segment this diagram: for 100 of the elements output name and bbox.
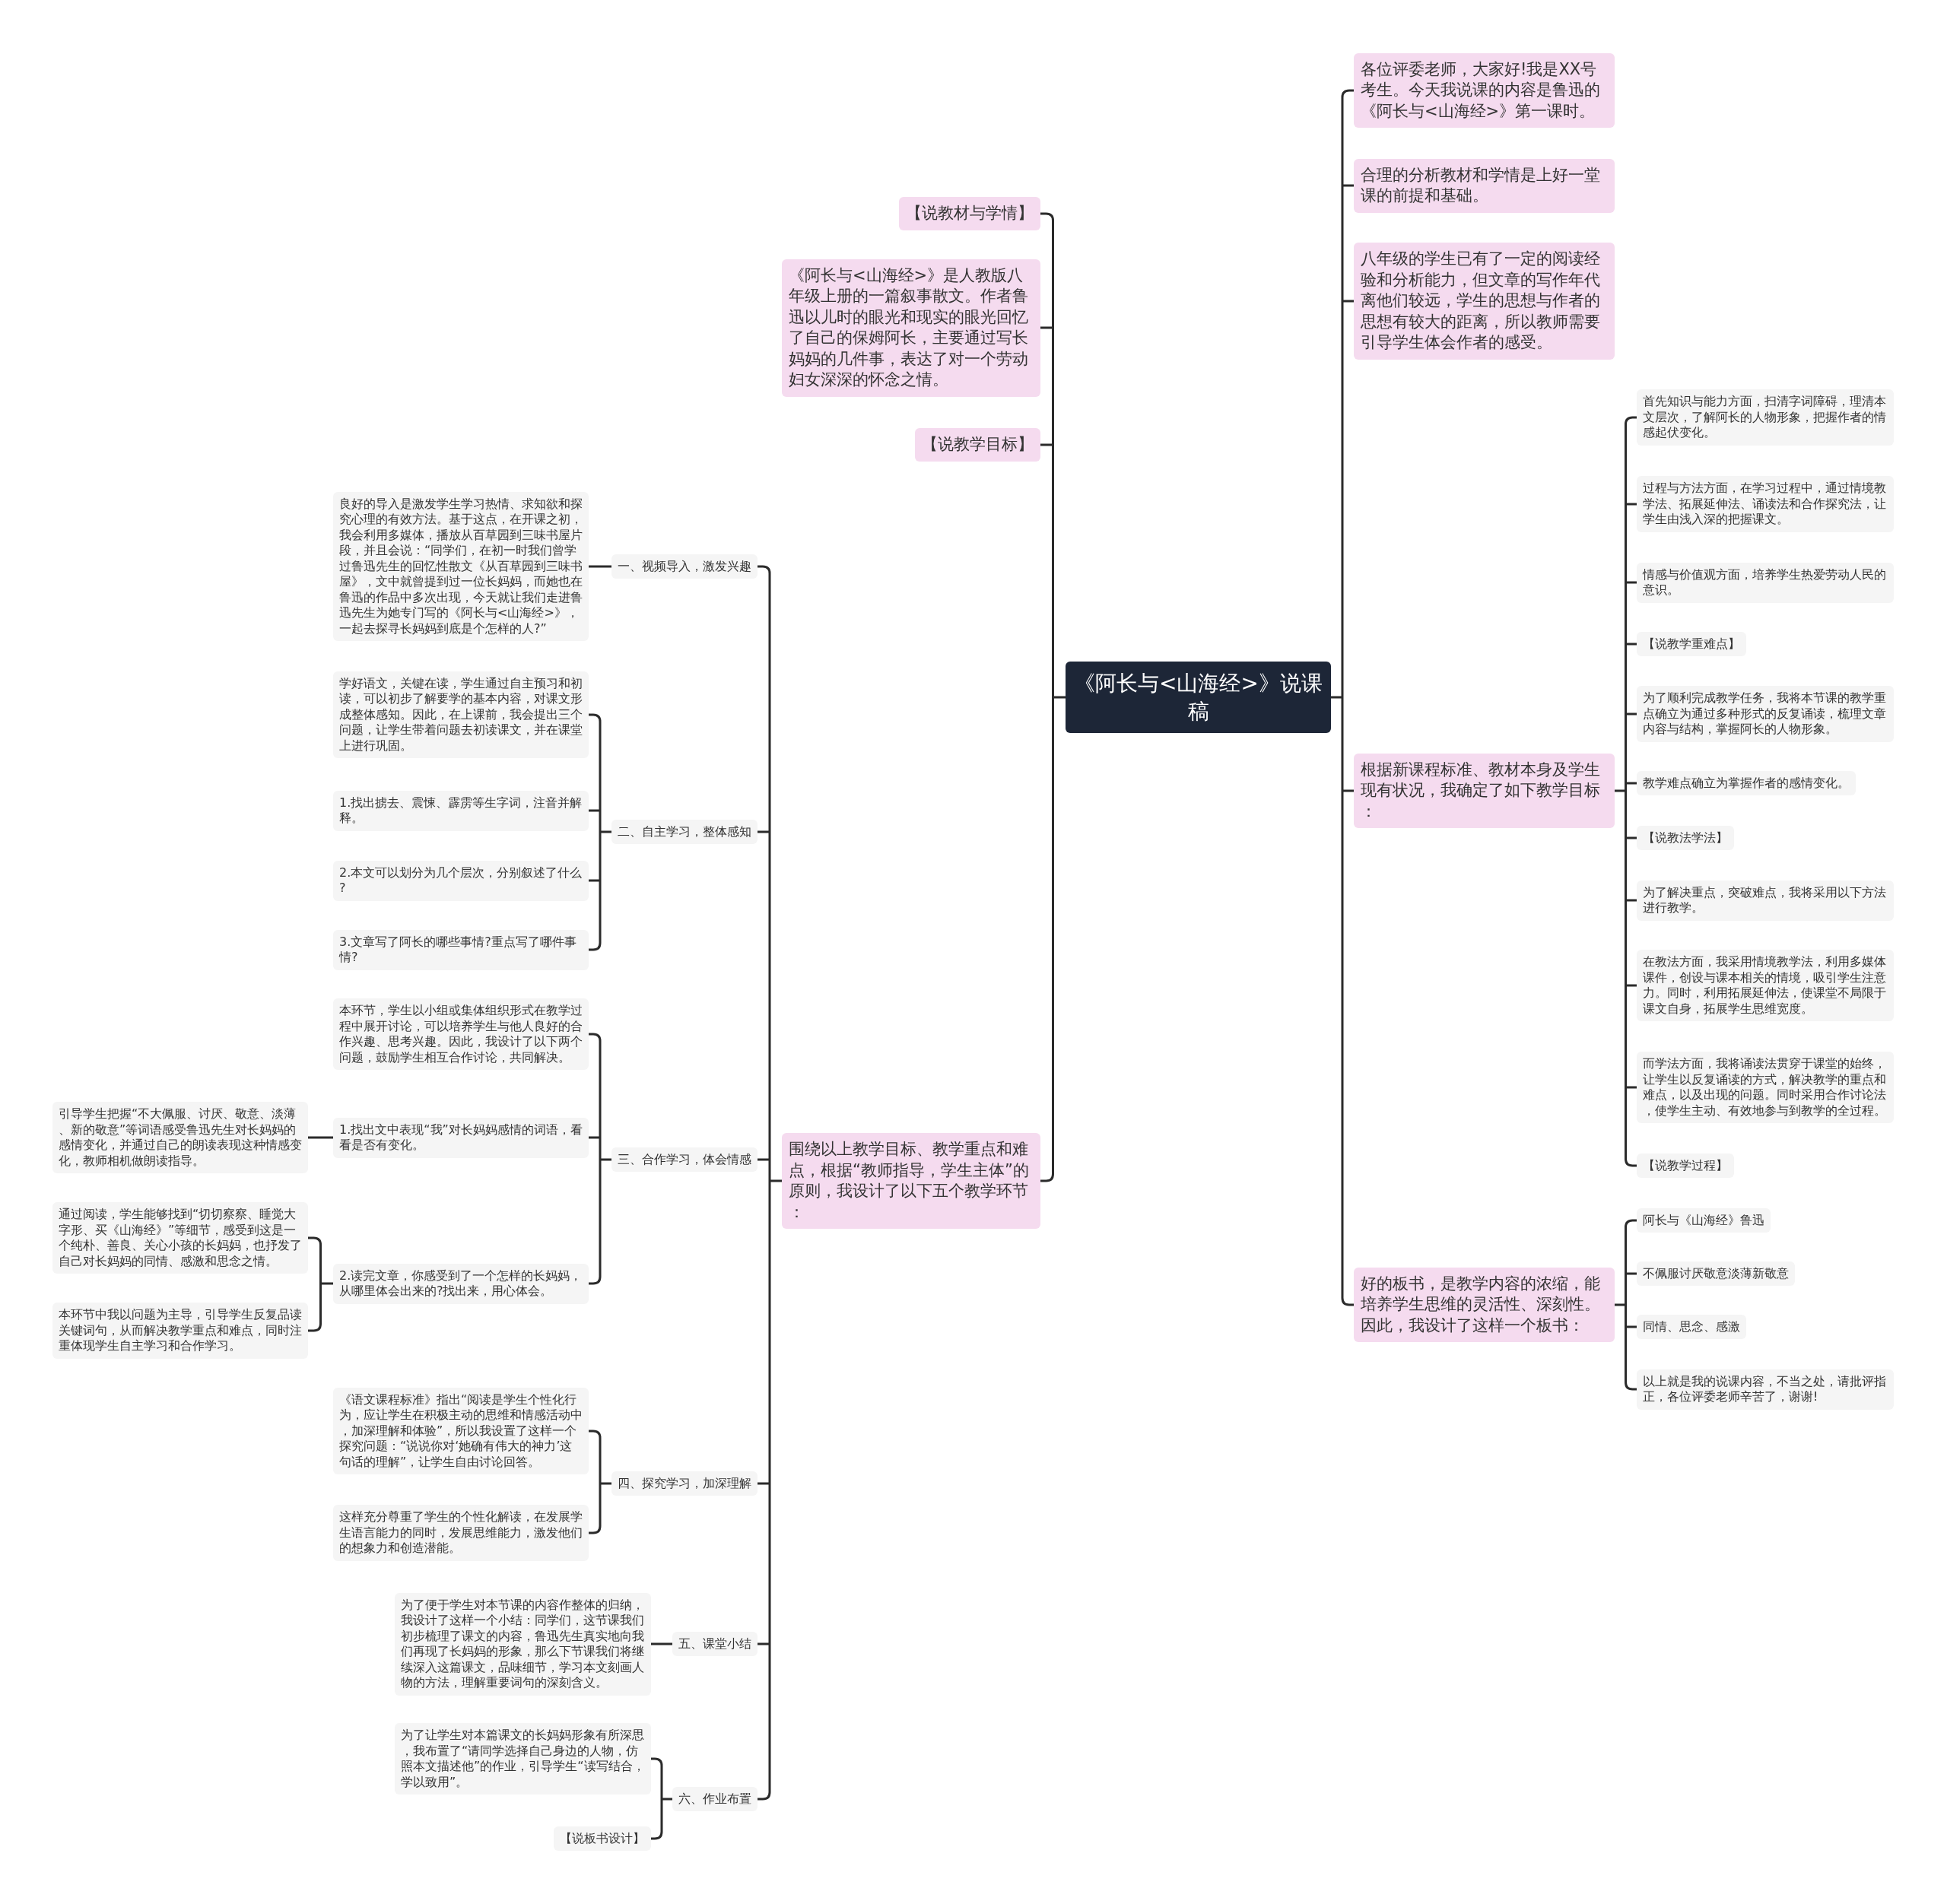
connector-line (651, 1642, 672, 1645)
topic-box: 合理的分析教材和学情是上好一堂课的前提和基础。 (1354, 158, 1615, 213)
connector-line (599, 720, 613, 944)
topic-box: 根据新课程标准、教材本身及学生现有状况，我确定了如下教学目标： (1354, 753, 1615, 828)
subtopic-box: 阿长与《山海经》鲁迅 (1637, 1207, 1771, 1233)
subtopic-box: 为了便于学生对本节课的内容作整体的归纳，我设计了这样一个小结：同学们，这节课我们初步梳理了课文的内容，鲁迅先生真实地向我们再现了长妈妈的形象，那么下节课我们将继续深入这篇课文，品味细节，学习本文刻画人物的方法，理解重要词句的深刻含义。 (395, 1592, 651, 1696)
connector-line (308, 1136, 333, 1139)
topic-box: 围绕以上教学目标、教学重点和难点，根据“教师指导，学生主体”的原则，我设计了以下五个教学环节： (782, 1133, 1040, 1229)
subtopic-box: 通过阅读，学生能够找到“切切察察、睡觉大字形、买《山海经》”等细节，感受到这是一个纯朴、善良、关心小孩的长妈妈，也抒发了自己对长妈妈的同情、感激和思念之情。 (52, 1202, 308, 1274)
connector-line (599, 1436, 613, 1528)
subtopic-box: 二、自主学习，整体感知 (611, 819, 758, 844)
topic-box: 《阿长与<山海经>》是人教版八年级上册的一篇叙事散文。作者鲁迅以儿时的眼光和现实的眼光回忆了自己的保姆阿长，主要通过写长妈妈的几件事，表达了对一个劳动妇女深深的怀念之情。 (782, 259, 1040, 397)
connector-line (1040, 1173, 1054, 1182)
subtopic-box: 过程与方法方面，在学习过程中，通过情境教学法、拓展延伸法、诵读法和合作探究法，让学生由浅入深的把握课文。 (1637, 476, 1894, 532)
connector-line (1625, 1272, 1637, 1275)
connector-line (1040, 326, 1053, 329)
connector-line (758, 1482, 770, 1485)
subtopic-box: 教学难点确立为掌握作者的感情变化。 (1637, 770, 1856, 795)
topic-box: 八年级的学生已有了一定的阅读经验和分析能力，但文章的写作年代离他们较远，学生的思想与作者的思想有较大的距离，所以教师需要引导学生体会作者的感受。 (1354, 243, 1615, 360)
subtopic-box: 以上就是我的说课内容，不当之处，请批评指正，各位评委老师辛苦了，谢谢! (1637, 1369, 1894, 1410)
connector-line (1625, 1158, 1637, 1167)
connector-line (660, 1764, 674, 1833)
topic-box: 各位评委老师，大家好!我是XX号考生。今天我说课的内容是鲁迅的《阿长与<山海经>》第一课时。 (1354, 52, 1615, 128)
connector-line (1625, 503, 1637, 506)
connector-line (1052, 219, 1067, 1176)
connector-line (1625, 984, 1637, 987)
connector-line (1341, 1297, 1354, 1306)
connector-line (1625, 712, 1637, 716)
topic-box: 好的板书，是教学内容的浓缩，能培养学生思维的灵活性、深刻性。因此，我设计了这样一个板书： (1354, 1267, 1615, 1342)
subtopic-box: 同情、思念、感激 (1637, 1314, 1746, 1339)
subtopic-box: 本环节中我以问题为主导，引导学生反复品读关键词句，从而解决教学重点和难点，同时注重体现学生自主学习和合作学习。 (52, 1303, 308, 1359)
connector-line (1625, 1382, 1637, 1391)
subtopic-box: 1.找出文中表现“我”对长妈妈感情的词语，看看是否有变化。 (333, 1117, 589, 1158)
connector-line (1342, 184, 1354, 187)
connector-line (1342, 789, 1354, 792)
connector-line (1625, 416, 1637, 425)
subtopic-box: 良好的导入是激发学生学习热情、求知欲和探究心理的有效方法。基于这点，在开课之初，我会利用多媒体，播放从百草园到三味书屋片段，并且会说：“同学们，在初一时我们曾学过鲁迅先生的回忆性散文《从百草园到三味书屋》，文中就曾提到过一位长妈妈，而她也在鲁迅的作品中多次出现，今天就让我们走进鲁迅先生为她专门写的《阿长与<山海经>》，一起去探寻长妈妈到底是个怎样的人?” (333, 491, 589, 641)
subtopic-box: 【说教学过程】 (1637, 1153, 1734, 1178)
connector-line (589, 1033, 602, 1042)
connector-line (308, 1323, 322, 1332)
connector-line (1625, 899, 1637, 902)
subtopic-box: 四、探究学习，加深理解 (611, 1471, 758, 1496)
subtopic-box: 五、课堂小结 (672, 1631, 758, 1656)
subtopic-box: 情感与价值观方面，培养学生热爱劳动人民的意识。 (1637, 562, 1894, 603)
connector-line (589, 1136, 600, 1139)
connector-line (589, 713, 602, 722)
connector-line (319, 1243, 335, 1325)
connector-line (1613, 1226, 1627, 1384)
connector-line (589, 879, 600, 882)
connector-line (1040, 212, 1054, 221)
connector-line (1625, 782, 1637, 785)
subtopic-box: 一、视频导入，激发兴趣 (611, 554, 758, 579)
connector-line (1625, 643, 1637, 646)
subtopic-box: 为了顺利完成教学任务，我将本节课的教学重点确立为通过多种形式的反复诵读，梳理文章内容与结构，掌握阿长的人物形象。 (1637, 686, 1894, 742)
connector-line (589, 565, 611, 568)
connector-line (1625, 1219, 1637, 1228)
subtopic-box: 本环节，学生以小组或集体组织形式在教学过程中展开讨论，可以培养学生与他人良好的合作兴趣、思考兴趣。因此，我设计了以下两个问题，鼓励学生相互合作讨论，共同解决。 (333, 998, 589, 1070)
subtopic-box: 2.本文可以划分为几个层次，分别叙述了什么? (333, 860, 589, 901)
connector-line (1625, 581, 1637, 584)
connector-line (1625, 1086, 1637, 1089)
connector-line (758, 565, 771, 574)
subtopic-box: 【说教法学法】 (1637, 825, 1734, 850)
subtopic-box: 首先知识与能力方面，扫清字词障碍，理清本文层次，了解阿长的人物形象，把握作者的情感起伏变化。 (1637, 389, 1894, 446)
connector-line (1329, 96, 1344, 1299)
connector-line (758, 1642, 770, 1645)
subtopic-box: 1.找出掳去、震悚、霹雳等生字词，注音并解释。 (333, 790, 589, 831)
subtopic-box: 为了解决重点，突破难点，我将采用以下方法进行教学。 (1637, 880, 1894, 921)
subtopic-box: 三、合作学习，体会情感 (611, 1147, 758, 1172)
connector-line (1625, 1325, 1637, 1328)
subtopic-box: 【说板书设计】 (554, 1826, 651, 1851)
subtopic-box: 而学法方面，我将诵读法贯穿于课堂的始终，让学生以反复诵读的方式，解决教学的重点和难点，以及出现的问题。同时采用合作讨论法，使学生主动、有效地参与到教学的全过程。 (1637, 1052, 1894, 1123)
subtopic-box: 这样充分尊重了学生的个性化解读，在发展学生语言能力的同时，发展思维能力，激发他们的想象力和创造潜能。 (333, 1505, 589, 1561)
connector-line (308, 1236, 322, 1246)
central-topic-box: 《阿长与<山海经>》说课稿 (1066, 662, 1331, 733)
subtopic-box: 2.读完文章，你感受到了一个怎样的长妈妈，从哪里体会出来的?找出来，用心体会。 (333, 1263, 589, 1304)
connector-line (1040, 443, 1053, 446)
subtopic-box: 引导学生把握“不大佩服、讨厌、敬意、淡薄、新的敬意”等词语感受鲁迅先生对长妈妈的感情变化，并通过自己的朗读表现这种情感变化，教师相机做朗读指导。 (52, 1102, 308, 1173)
connector-line (768, 572, 783, 1794)
connector-line (1625, 836, 1637, 839)
subtopic-box: 3.文章写了阿长的哪些事情?重点写了哪件事情? (333, 929, 589, 970)
connector-line (589, 1430, 602, 1439)
connector-line (1613, 423, 1627, 1160)
connector-line (651, 1757, 663, 1766)
subtopic-box: 在教法方面，我采用情境教学法，利用多媒体课件，创设与课本相关的情境，吸引学生注意力。同时，利用拓展延伸法，使课堂不局限于课文自身，拓展学生思维宽度。 (1637, 950, 1894, 1021)
subtopic-box: 六、作业布置 (672, 1786, 758, 1811)
connector-line (758, 1791, 771, 1801)
topic-box: 【说教材与学情】 (899, 197, 1040, 230)
subtopic-box: 为了让学生对本篇课文的长妈妈形象有所深思，我布置了“请同学选择自己身边的人物，仿照本文描述他”的作业，引导学生“读写结合，学以致用”。 (395, 1723, 651, 1795)
connector-line (758, 830, 770, 833)
subtopic-box: 《语文课程标准》指出“阅读是学生个性化行为，应让学生在积极主动的思维和情感活动中，加深理解和体验”，所以我设置了这样一个探究问题：“说说你对‘她确有伟大的神力’这句话的理解”，让学生自由讨论回答。 (333, 1387, 589, 1474)
connector-line (1341, 89, 1354, 98)
subtopic-box: 【说教学重难点】 (1637, 631, 1746, 656)
connector-line (758, 1158, 770, 1161)
connector-line (1342, 300, 1354, 303)
connector-line (589, 942, 602, 951)
connector-line (589, 809, 600, 812)
connector-line (651, 1831, 663, 1840)
subtopic-box: 不佩服讨厌敬意淡薄新敬意 (1637, 1261, 1795, 1286)
connector-line (589, 1276, 602, 1285)
connector-line (589, 1525, 602, 1534)
